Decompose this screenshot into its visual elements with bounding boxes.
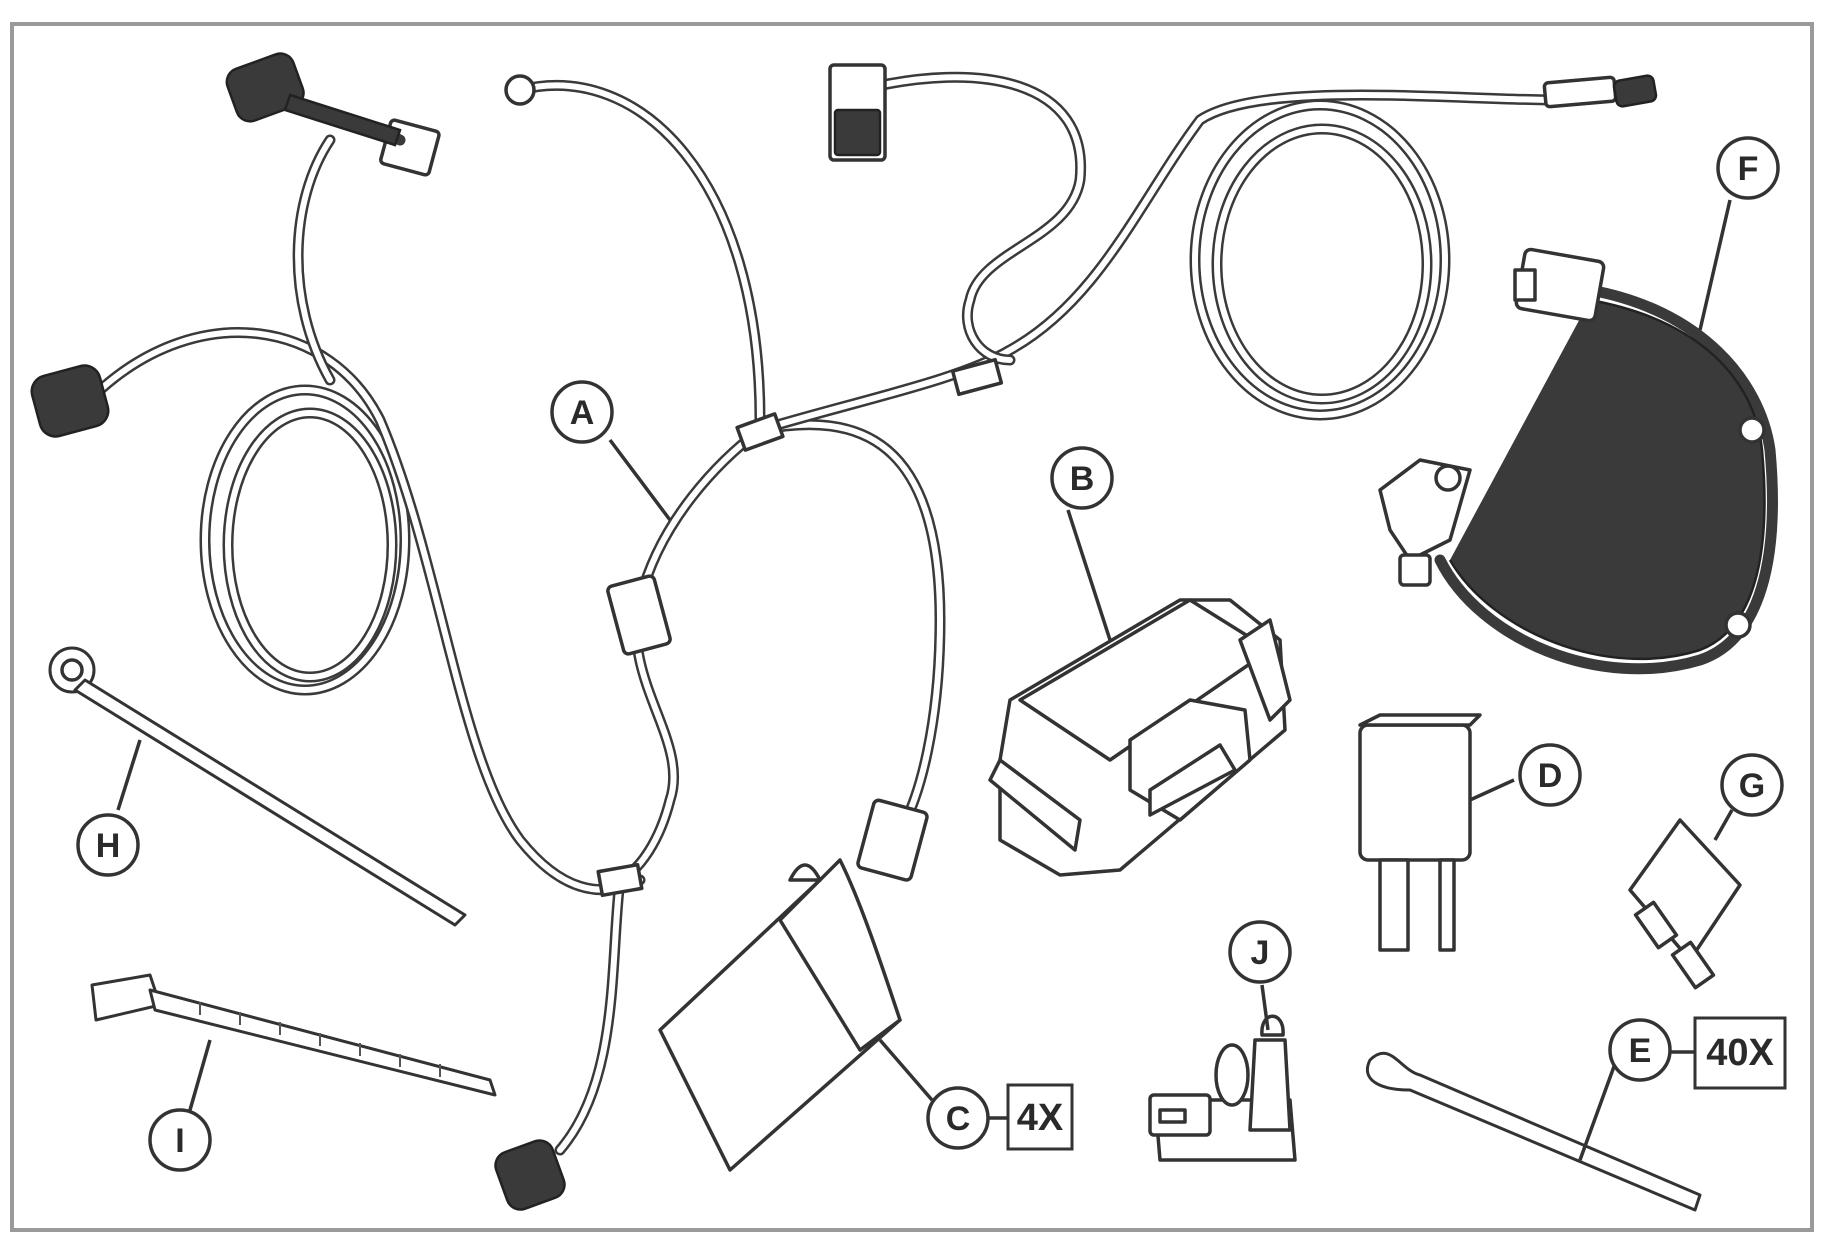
connector-middle-right [856,798,929,882]
harness-coil-left [199,384,411,696]
part-g-fuse [1628,809,1742,990]
callout-g: G [1720,753,1784,817]
quantity-c-label: 4X [1017,1097,1064,1139]
callout-i-label: I [175,1122,184,1160]
callout-g-label: G [1739,767,1765,805]
harness-junction-sleeve [950,357,1004,397]
quantity-e: 40X [1693,1016,1787,1090]
connector-upper-left [225,52,441,177]
part-e-cable-tie [1366,1049,1702,1212]
quantity-e-label: 40X [1706,1032,1774,1074]
callout-b: B [1050,446,1114,510]
part-d-relay [1358,713,1515,952]
callout-d: D [1518,743,1582,807]
part-f-pigtail-harness [1378,199,1778,675]
part-h-eyelet-tie [48,646,467,927]
part-j-fuse-tap [1148,984,1297,1162]
callout-i: I [148,1108,212,1172]
callout-e-label: E [1629,1032,1652,1070]
part-b-control-module [988,509,1292,877]
harness-coil-right [1189,99,1451,421]
callout-d-label: D [1538,757,1563,795]
callout-c-label: C [946,1100,971,1138]
callout-h-label: H [96,827,121,865]
part-c-adhesive-pad [658,858,934,1172]
callout-e: E [1608,1018,1672,1082]
connector-bottom [494,1139,566,1211]
harness-junction-sleeve [596,862,644,898]
harness-junction-sleeve [735,412,785,452]
leader-a [608,438,672,522]
pigtail-end-right [1542,74,1658,109]
quantity-c: 4X [1006,1083,1074,1151]
callout-a: A [550,380,614,444]
callout-h: H [76,813,140,877]
diagram-frame [10,22,1814,1232]
callout-b-label: B [1070,460,1095,498]
callout-f-label: F [1738,150,1759,188]
part-i-push-mount-tie [90,973,497,1111]
callout-j-label: J [1251,934,1270,972]
ring-terminal-top [504,74,536,106]
callout-j: J [1228,920,1292,984]
callout-a-label: A [570,394,595,432]
callout-c: C [926,1086,990,1150]
connector-top-plug [833,108,882,157]
part-a-wiring-harness [30,52,1658,1211]
callout-f: F [1716,136,1780,200]
connector-left [30,364,110,438]
ground-terminal-f [1378,458,1472,587]
harness-inline-clip [606,574,672,656]
